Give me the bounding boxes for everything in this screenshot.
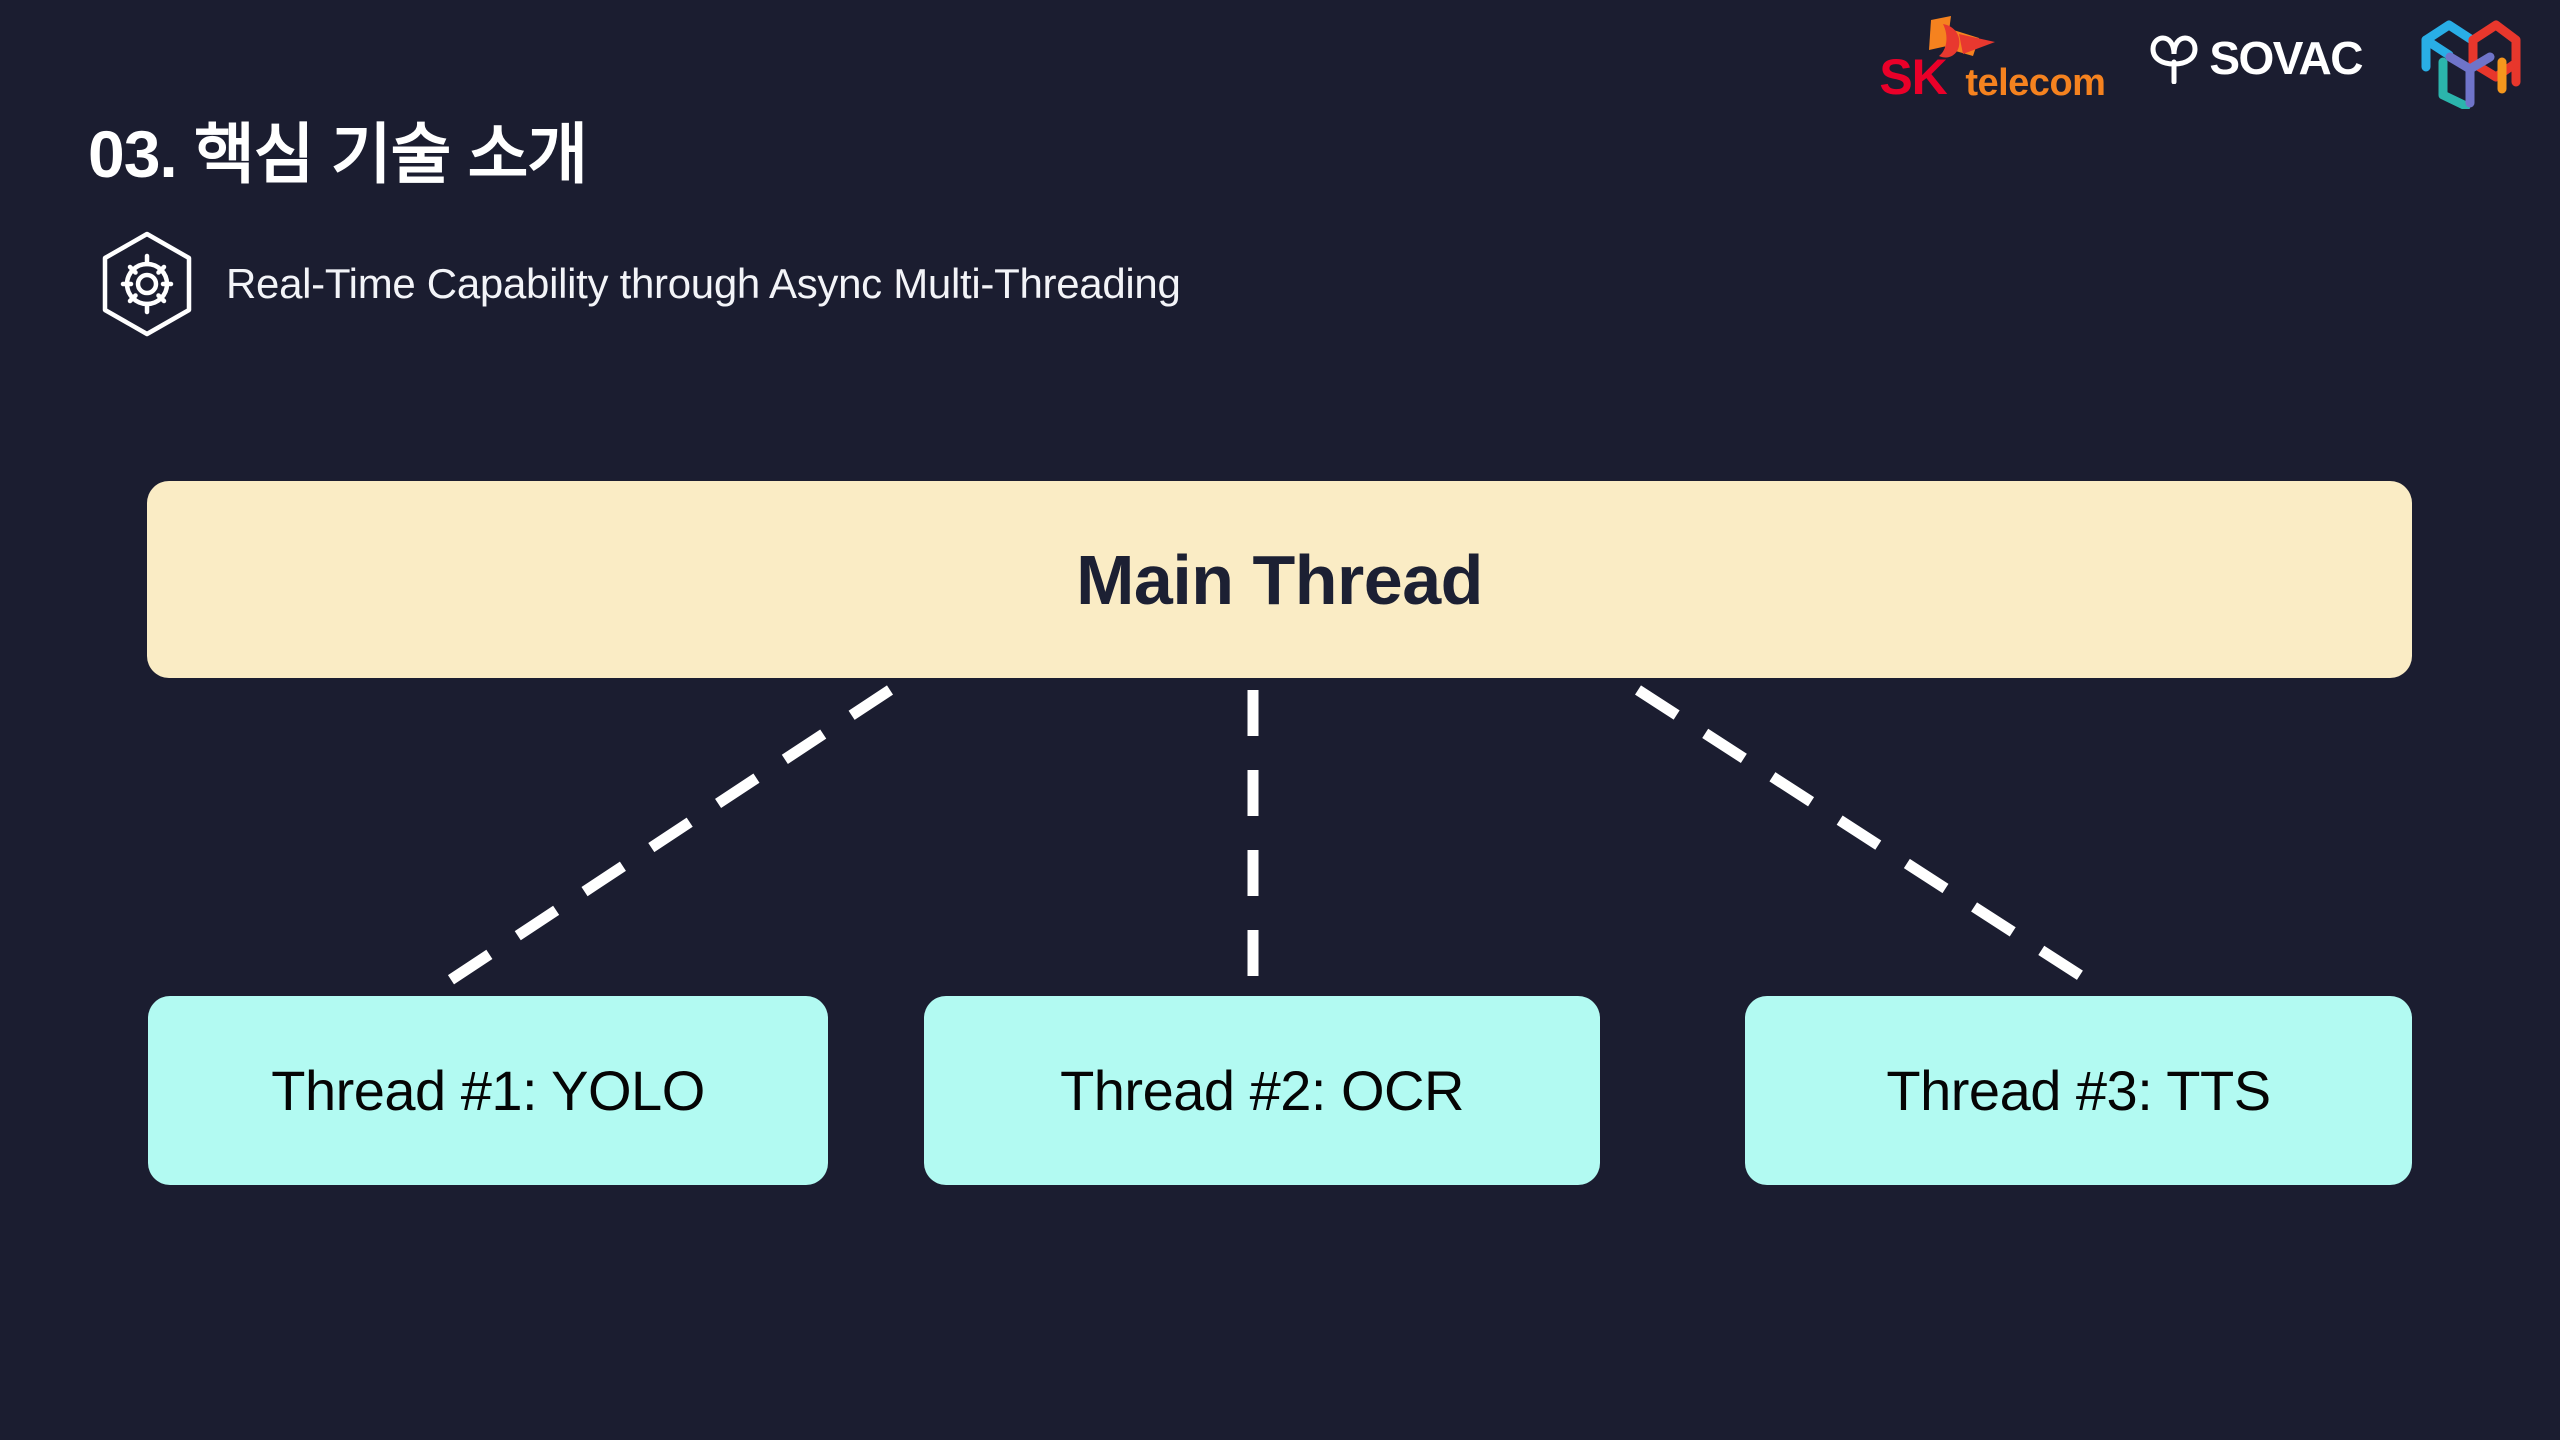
subtitle-row: Real-Time Capability through Async Multi…: [92, 228, 1181, 340]
subtitle-text: Real-Time Capability through Async Multi…: [226, 260, 1181, 307]
sovac-logo: SOVAC: [2147, 28, 2363, 88]
sk-telecom-wordmark: telecom: [1965, 62, 2106, 104]
sk-wordmark: SK: [1879, 49, 1947, 105]
page-title: 03. 핵심 기술 소개: [88, 117, 588, 191]
sk-butterfly-icon: [1929, 16, 1996, 58]
connector-main-to-thread-3: [1635, 685, 2098, 990]
main-thread-label: Main Thread: [1076, 540, 1483, 619]
thread-3-node[interactable]: Thread #3: TTS: [1745, 996, 2412, 1185]
connector-main-to-thread-1: [439, 685, 894, 990]
thread-2-node[interactable]: Thread #2: OCR: [924, 996, 1600, 1185]
thread-1-node[interactable]: Thread #1: YOLO: [148, 996, 828, 1185]
thread-1-label: Thread #1: YOLO: [271, 1059, 705, 1122]
logo-bar: SK telecom SOVAC: [1879, 8, 2522, 109]
cube-logo-icon: [2421, 20, 2521, 109]
main-thread-node[interactable]: Main Thread: [147, 481, 2412, 678]
sk-telecom-logo: SK telecom: [1879, 14, 2106, 105]
sovac-heart-leaf-icon: [2150, 35, 2198, 84]
thread-3-label: Thread #3: TTS: [1886, 1059, 2271, 1122]
sovac-wordmark: SOVAC: [2209, 32, 2363, 84]
hexagon-gear-icon: [102, 231, 192, 337]
thread-2-label: Thread #2: OCR: [1060, 1059, 1464, 1122]
